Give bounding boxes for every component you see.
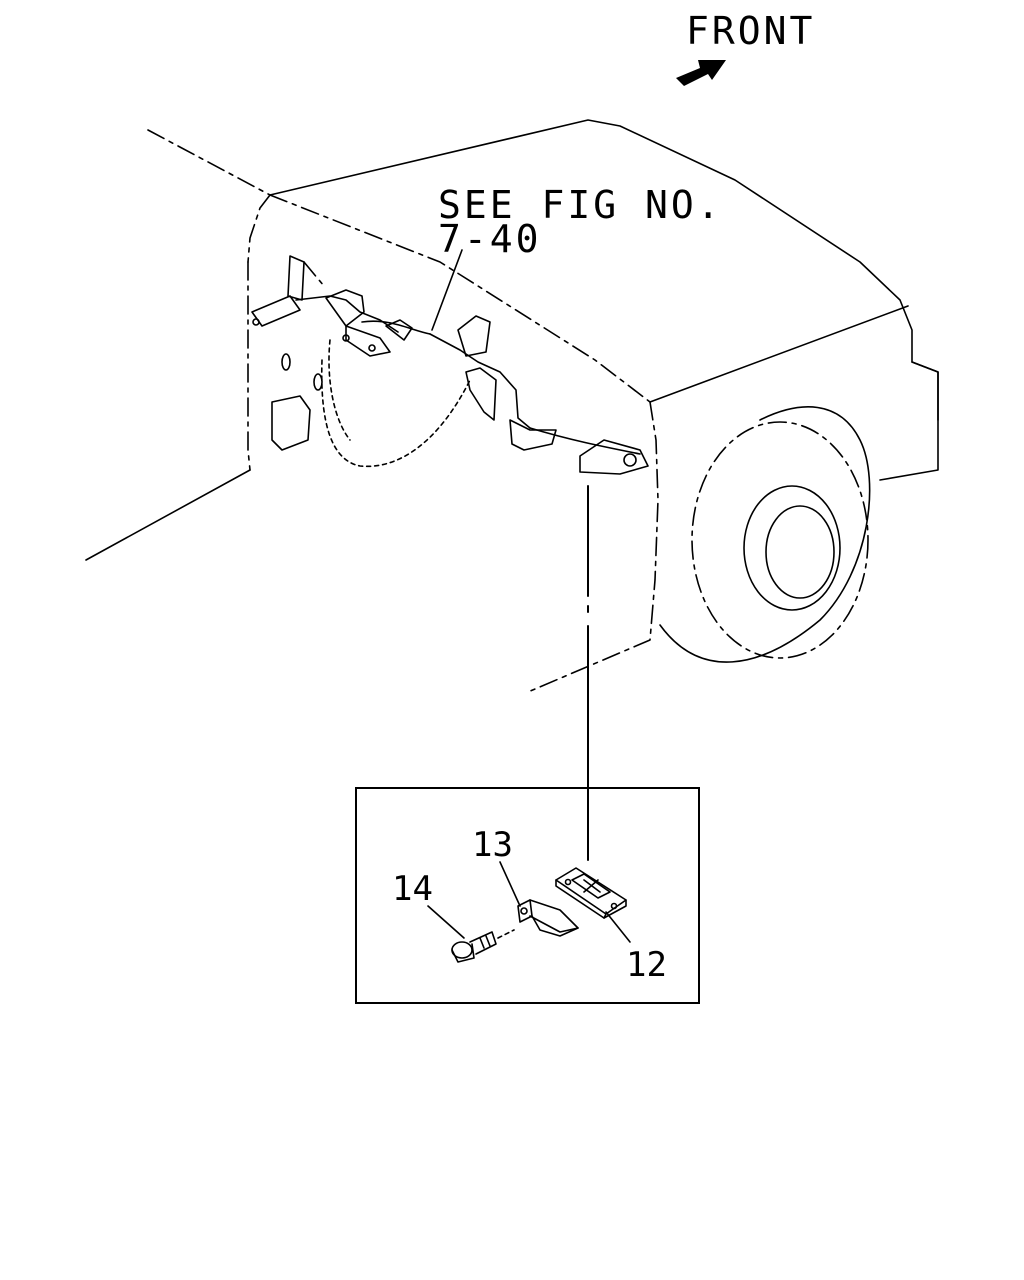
detail-box bbox=[355, 787, 700, 1004]
reference-line-1: SEE FIG NO. bbox=[438, 183, 723, 227]
front-arrow-icon bbox=[676, 60, 726, 86]
reference-line-2: 7-40 bbox=[438, 217, 542, 261]
part-14-bolt bbox=[451, 929, 515, 963]
callout-14: 14 bbox=[392, 869, 433, 909]
front-label: FRONT bbox=[686, 9, 815, 53]
frame-bracket-assembly bbox=[251, 255, 649, 475]
part-12-mount bbox=[555, 867, 627, 919]
reference-leader bbox=[431, 249, 463, 331]
callout-leader-12 bbox=[605, 911, 631, 943]
rear-wheel bbox=[659, 406, 871, 663]
callout-leader-14 bbox=[427, 905, 465, 939]
callout-leader-13 bbox=[499, 861, 521, 907]
vehicle-body-outline bbox=[85, 119, 939, 693]
callout-12: 12 bbox=[626, 945, 667, 985]
inner-panel-features bbox=[271, 339, 471, 468]
callout-13: 13 bbox=[472, 825, 513, 865]
part-13-bracket bbox=[517, 899, 579, 937]
